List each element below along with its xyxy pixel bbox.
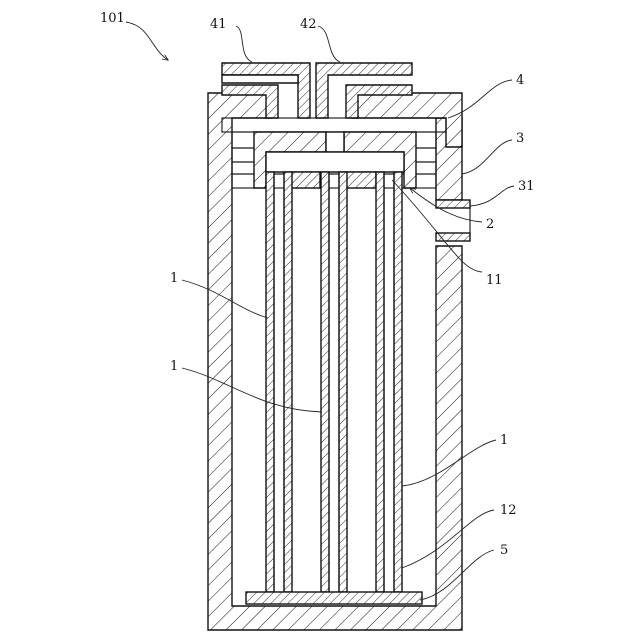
label-31: 31 bbox=[518, 179, 535, 194]
label-1-top: 1 bbox=[170, 271, 178, 286]
label-1-middle: 1 bbox=[170, 359, 178, 374]
base-plate bbox=[246, 592, 422, 604]
label-2: 2 bbox=[486, 217, 494, 232]
side-port bbox=[436, 200, 470, 241]
tube-right bbox=[376, 172, 402, 592]
label-5: 5 bbox=[500, 543, 508, 558]
label-11: 11 bbox=[486, 273, 503, 288]
label-41: 41 bbox=[210, 17, 227, 32]
label-101: 101 bbox=[100, 11, 125, 26]
electrode-cap bbox=[254, 132, 416, 188]
tube-middle bbox=[321, 172, 347, 592]
label-12: 12 bbox=[500, 503, 517, 518]
tube-left bbox=[266, 172, 292, 592]
label-1-right: 1 bbox=[500, 433, 508, 448]
label-4: 4 bbox=[516, 73, 524, 88]
label-42: 42 bbox=[300, 17, 317, 32]
label-3: 3 bbox=[516, 131, 524, 146]
